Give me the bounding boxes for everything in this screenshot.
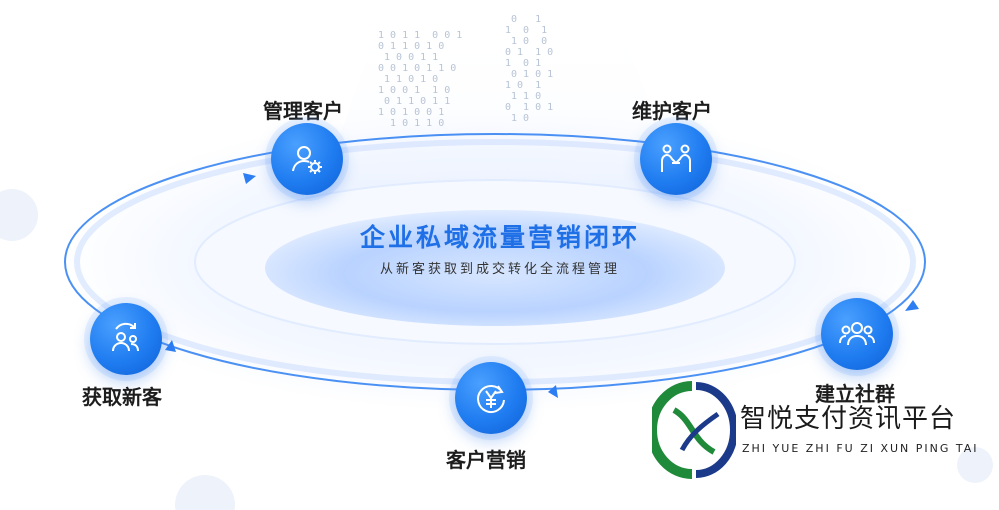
diagram-title: 企业私域流量营销闭环 bbox=[359, 223, 640, 252]
node-label-marketing: 客户营销 bbox=[446, 448, 526, 472]
watermark-logo-icon bbox=[652, 381, 736, 479]
arrowhead bbox=[243, 173, 256, 184]
watermark-name-en: ZHI YUE ZHI FU ZI XUN PING TAI bbox=[742, 442, 979, 455]
diagram-subtitle: 从新客获取到成交转化全流程管理 bbox=[379, 262, 620, 277]
node-label-manage: 管理客户 bbox=[263, 99, 343, 123]
bg-bubble bbox=[175, 475, 235, 510]
bg-bubble bbox=[0, 189, 38, 241]
yen-refresh-icon bbox=[477, 385, 505, 413]
user-gear-icon bbox=[292, 146, 322, 174]
node-label-acquire: 获取新客 bbox=[82, 385, 162, 409]
node-acquire-customers bbox=[90, 303, 162, 375]
group-people-icon bbox=[839, 322, 875, 346]
handshake-people-icon bbox=[661, 144, 691, 172]
bg-bubble bbox=[957, 447, 993, 483]
node-label-maintain: 维护客户 bbox=[632, 99, 712, 123]
watermark-name-cn: 智悦支付资讯平台 bbox=[740, 404, 957, 434]
arrowhead bbox=[165, 340, 176, 352]
node-customer-marketing bbox=[455, 362, 527, 434]
arrowhead bbox=[905, 300, 919, 311]
node-label-community: 建立社群 bbox=[815, 382, 895, 406]
node-maintain-customers bbox=[640, 123, 712, 195]
users-refresh-icon bbox=[112, 322, 139, 352]
arrowhead bbox=[548, 385, 558, 398]
node-manage-customers bbox=[271, 123, 343, 195]
node-build-community bbox=[821, 298, 893, 370]
center-platform bbox=[265, 210, 725, 326]
